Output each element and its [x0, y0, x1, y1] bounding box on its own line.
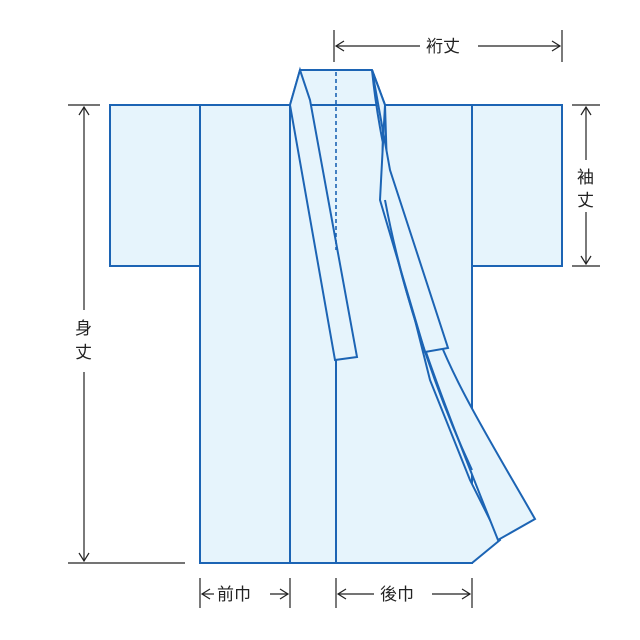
sodetake-dimension	[572, 104, 600, 267]
ushirohaba-dimension	[335, 578, 473, 608]
mitake-dimension	[68, 104, 185, 564]
collar-band	[288, 66, 359, 362]
yukitake-label: 裄丈	[426, 37, 460, 57]
maehaba-label: 前巾	[217, 585, 251, 605]
yukitake-dimension	[333, 30, 563, 62]
maehaba-dimension	[199, 578, 291, 608]
right-sleeve	[471, 104, 563, 267]
sodetake-label-2: 丈	[577, 191, 594, 211]
mitake-label-1: 身	[75, 319, 92, 339]
sodetake-label-1: 袖	[577, 168, 594, 188]
left-sleeve	[109, 104, 201, 267]
mitake-label-2: 丈	[75, 343, 92, 363]
ushirohaba-label: 後巾	[380, 585, 414, 605]
drape-line	[384, 199, 473, 471]
